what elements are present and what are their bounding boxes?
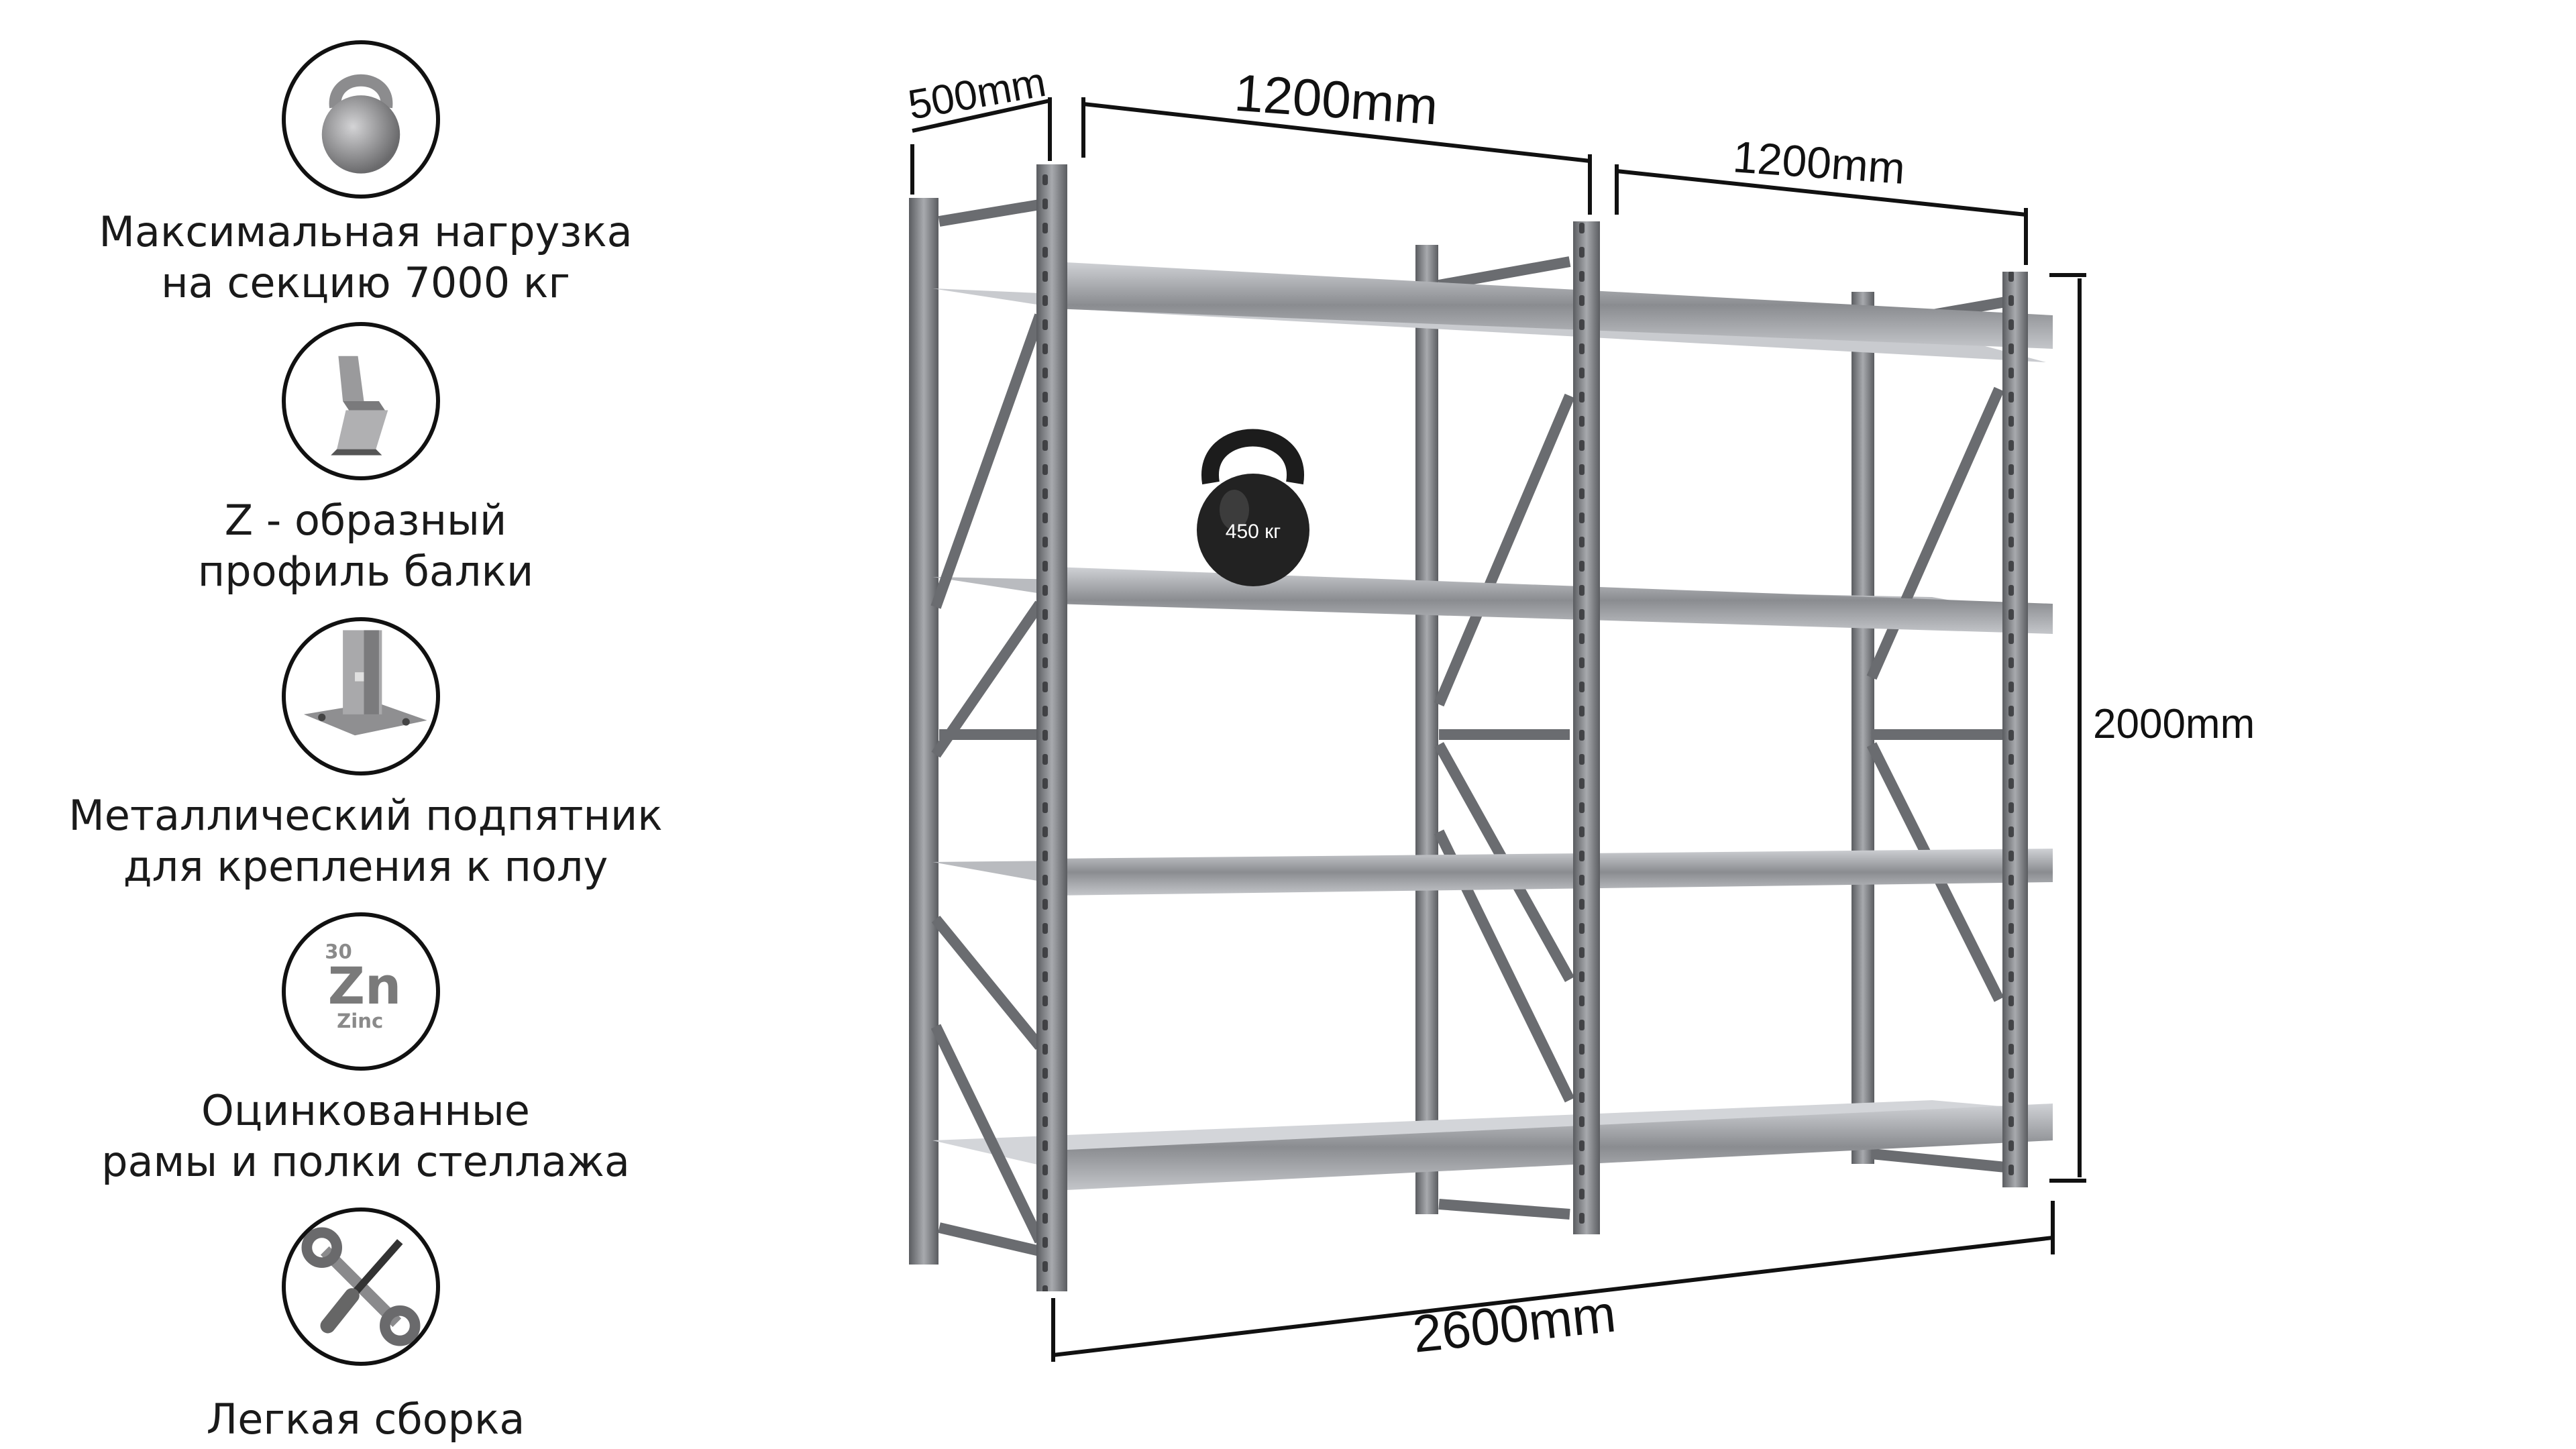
wrench-screwdriver-icon [282,1208,440,1366]
diagonal-braces [930,199,2007,1256]
dimension-lines [910,97,2086,1362]
features-panel: Максимальная нагрузка на секцию 7000 кг … [0,0,738,1449]
height-dimension-label: 2000mm [2093,701,2255,747]
zinc-symbol: Zn [328,956,401,1016]
rack-illustration: 450 кг 500mm 1200mm 1200mm 2000mm 2600mm [738,0,2576,1449]
feature-max-load-text: Максимальная нагрузка на секцию 7000 кг [99,207,633,307]
kettlebell-weight: 450 кг [1197,429,1309,586]
zinc-name: Zinc [337,1010,383,1032]
zinc-element-icon: 30 Zn Zinc [282,912,440,1071]
section2-width-label: 1200mm [1731,131,1907,193]
feature-zinc-text: Оцинкованные рамы и полки стеллажа [101,1086,630,1186]
shelf-beams [1053,262,2053,1191]
feature-footplate-text: Металлический подпятник для крепления к … [68,791,663,891]
back-posts [909,198,1874,1265]
shelving-rack-drawing: 450 кг 500mm 1200mm 1200mm 2000mm 2600mm [905,59,2255,1364]
section1-width-label: 1200mm [1232,63,1440,136]
z-profile-beam-icon [282,322,440,480]
weight-label: 450 кг [1226,521,1281,543]
kettlebell-icon [282,40,440,199]
feature-easy-assembly-text: Легкая сборка [206,1395,525,1444]
front-posts [1036,164,2028,1291]
total-width-label: 2600mm [1410,1284,1619,1364]
zinc-number: 30 [325,941,352,963]
floor-footplate-icon [282,617,440,775]
feature-z-profile-text: Z - образный профиль балки [197,496,534,596]
